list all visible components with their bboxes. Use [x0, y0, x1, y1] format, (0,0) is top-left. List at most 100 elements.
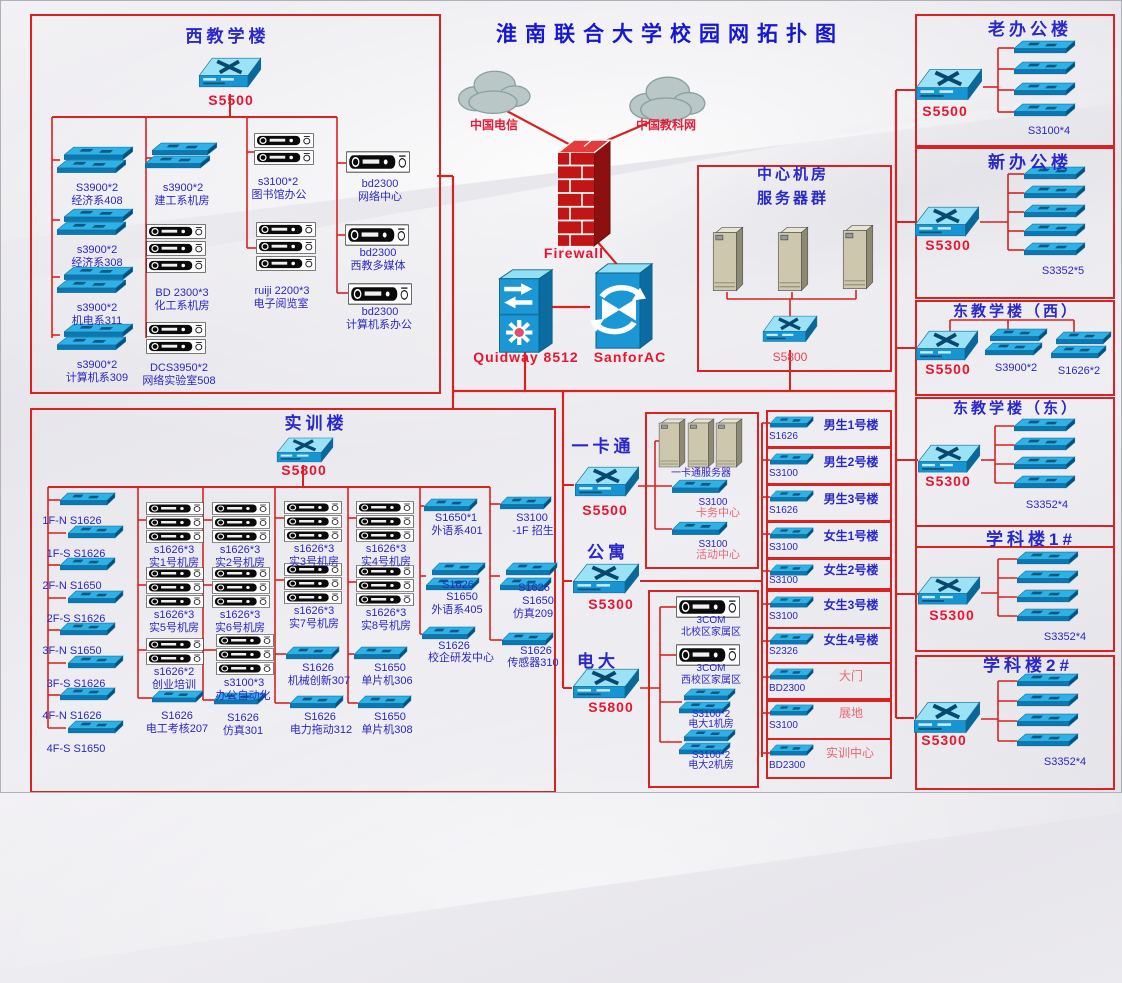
building-label: 展地	[838, 706, 863, 720]
device-label: S5500	[582, 502, 628, 518]
room-switch-icon	[290, 695, 344, 711]
room-switch-icon	[358, 695, 412, 711]
rack-switch-icon	[216, 634, 274, 675]
rack-switch-icon	[146, 322, 206, 354]
device-label: S3100	[769, 611, 798, 622]
device-label: S3100	[769, 720, 798, 731]
building-label: 女生3号楼	[823, 598, 879, 612]
building-label: 女生4号楼	[823, 633, 879, 647]
dorm-switch-icon	[770, 453, 814, 467]
device-label: S5500	[925, 361, 971, 377]
device-label: S1626	[227, 712, 259, 724]
s5800-switch-icon	[762, 315, 818, 347]
server-icon	[658, 418, 686, 468]
room-label: 实6号机房	[214, 622, 266, 634]
room-label: 实5号机房	[148, 622, 200, 634]
room-label: 图书馆办公	[251, 189, 307, 201]
device-label: S1626	[161, 710, 193, 722]
room-label: 传感器310	[507, 657, 559, 669]
section-title: 西教学楼	[185, 27, 270, 46]
device-label: s3900*2	[76, 359, 118, 371]
device-label: BD2300	[769, 683, 806, 694]
room-label: 实4号机房	[360, 556, 412, 568]
device-label: 3COM	[696, 615, 726, 626]
main-title: 淮南联合大学校园网拓扑图	[496, 23, 844, 46]
section-title: 东教学楼（西）	[952, 303, 1079, 320]
room-label: 机械创新307	[287, 675, 351, 687]
device-label: S3900*2	[75, 182, 119, 194]
section-title: 东教学楼（东）	[952, 400, 1079, 417]
sanforac-label: SanforAC	[593, 349, 667, 365]
device-label: S3100	[516, 512, 548, 524]
building-label: 男生3号楼	[823, 492, 879, 506]
device-label: S3100*4	[1027, 125, 1071, 137]
rack-switch-icon	[345, 224, 409, 246]
room-label: 建工系机房	[154, 195, 210, 207]
device-label: S5300	[925, 473, 971, 489]
building-label: 男生1号楼	[823, 418, 879, 432]
room-label: 实2号机房	[214, 557, 266, 569]
cloud-label: 中国教科网	[635, 118, 696, 132]
device-label: bd2300	[361, 306, 399, 318]
switch-stack-icon	[57, 208, 134, 236]
room-switch-icon	[152, 690, 204, 705]
device-label: bd2300	[359, 247, 397, 259]
switch-stack-icon	[426, 562, 486, 591]
room-switch-icon	[354, 646, 408, 662]
server-icon	[715, 418, 743, 468]
device-label: S5300	[929, 607, 975, 623]
device-label: 2F-N S1650	[42, 580, 102, 592]
server-icon	[777, 226, 809, 292]
section-title: 新办公楼	[988, 153, 1072, 172]
device-label: S3900*2	[994, 362, 1038, 374]
device-label: S1626*2	[1057, 365, 1101, 377]
device-label: 4F-S S1650	[46, 743, 106, 755]
room-label: 经济系408	[71, 195, 123, 207]
dorm-switch-icon	[770, 633, 814, 647]
section-title: 一卡通	[571, 437, 635, 456]
room-label: 电大1机房	[688, 719, 734, 730]
room-label: 电大2机房	[688, 760, 734, 771]
section-title: 中心机房	[756, 166, 829, 183]
dorm-switch-icon	[770, 668, 814, 682]
device-label: s1626*3	[365, 607, 407, 619]
room-label: 外语系401	[431, 525, 483, 537]
dorm-switch-icon	[770, 416, 814, 430]
switch-stack-icon	[57, 146, 134, 174]
room-label: 西教多媒体	[350, 260, 406, 272]
device-label: S5500	[922, 103, 968, 119]
device-label: S5800	[772, 350, 808, 364]
s5300-switch-icon	[572, 563, 640, 599]
s5300-switch-icon	[917, 576, 981, 610]
switch-stack-icon	[500, 562, 558, 591]
server-label: 一卡通服务器	[671, 468, 731, 479]
section-title: 电大	[577, 652, 619, 671]
device-label: S1626	[302, 662, 334, 674]
device-label: 1F-S S1626	[46, 548, 106, 560]
device-label: S5800	[281, 462, 327, 478]
device-label: s1626*3	[293, 543, 335, 555]
telecom-cloud-icon	[450, 64, 536, 118]
s5500-switch-icon	[574, 466, 640, 502]
device-label: s1626*3	[153, 609, 195, 621]
dorm-switch-icon	[770, 490, 814, 504]
device-label: S5300	[925, 237, 971, 253]
room-switch-icon	[672, 479, 728, 496]
sanforac-icon	[588, 262, 654, 350]
room-label: 化工系机房	[154, 300, 210, 312]
room-label: 机电系311	[71, 315, 123, 327]
rack-switch-icon	[284, 501, 342, 542]
rack-switch-icon	[356, 501, 414, 542]
room-label: 活动中心	[696, 549, 740, 561]
room-label: 电子阅览室	[253, 298, 309, 310]
section-title: 老办公楼	[988, 20, 1072, 39]
room-switch-icon	[672, 521, 728, 538]
rack-switch-icon	[146, 502, 204, 543]
device-label: 2F-S S1626	[46, 613, 106, 625]
device-label: s3900*2	[76, 244, 118, 256]
s5500-switch-icon	[915, 68, 983, 106]
core-router-icon	[492, 268, 554, 354]
section-title: 服务器群	[756, 190, 829, 207]
firewall-label: Firewall	[543, 245, 605, 261]
device-label: S1650	[446, 591, 478, 603]
